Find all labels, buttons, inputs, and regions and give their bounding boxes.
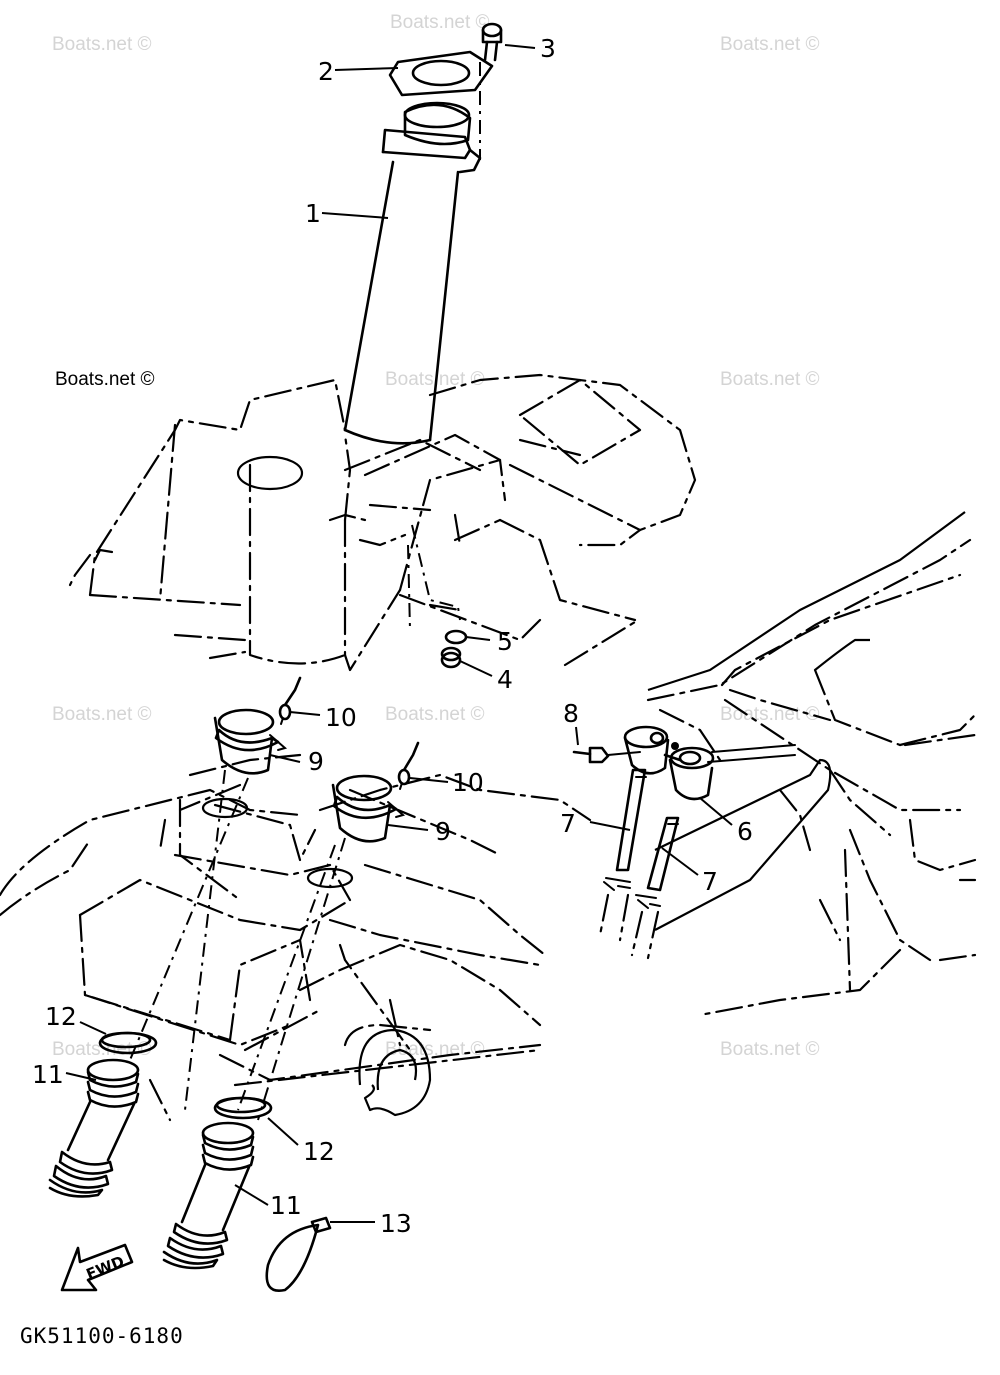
callout-label: 10 — [452, 768, 484, 797]
watermark-text: Boats.net © — [52, 34, 152, 55]
hull-opening — [201, 797, 249, 819]
callout-label: 7 — [702, 867, 718, 896]
guide-line — [257, 837, 346, 1121]
water-separator-cap[interactable] — [213, 708, 288, 775]
callout-label: 4 — [497, 665, 513, 694]
watermark-text: Boats.net © — [720, 34, 820, 55]
callouts: 2 3 1 4 5 10 10 9 9 8 6 7 7 12 11 12 11 — [32, 34, 753, 1238]
pin[interactable] — [278, 676, 302, 725]
guide-line — [184, 769, 226, 1111]
watermark-text: Boats.net © — [390, 12, 490, 33]
gasket[interactable] — [388, 50, 494, 97]
guide-line — [411, 524, 461, 621]
watermark-text: Boats.net © — [52, 1039, 152, 1060]
watermark-text-dark: Boats.net © — [55, 369, 155, 390]
lower-hull-outline — [0, 753, 592, 1122]
callout-label: 11 — [32, 1060, 64, 1089]
drain-tube[interactable] — [630, 816, 680, 960]
callout-label: 8 — [563, 699, 579, 728]
callout-label: 3 — [540, 34, 556, 63]
hull-opening — [306, 867, 354, 889]
callout-label: 12 — [303, 1137, 335, 1166]
watermark-text: Boats.net © — [385, 704, 485, 725]
filler-tube[interactable] — [343, 101, 482, 445]
hull-drain-ring — [358, 1028, 432, 1117]
water-separator-cap[interactable] — [331, 774, 406, 843]
callout-label: 13 — [380, 1209, 412, 1238]
watermark-text: Boats.net © — [385, 369, 485, 390]
nut[interactable] — [440, 646, 462, 669]
callout-label: 9 — [308, 747, 324, 776]
drain-tube[interactable] — [598, 768, 647, 942]
hose-clamp[interactable] — [98, 1031, 158, 1055]
upper-hull-outline — [68, 373, 697, 672]
hose-clamp[interactable] — [213, 1096, 273, 1120]
washer[interactable] — [444, 629, 468, 645]
pin[interactable] — [397, 741, 420, 790]
bolt[interactable] — [481, 22, 503, 62]
watermark-text: Boats.net © — [720, 1039, 820, 1060]
callout-label: 5 — [497, 627, 513, 656]
intake-hose[interactable] — [162, 1121, 255, 1270]
callout-label: 10 — [325, 703, 357, 732]
diagram-code: GK51100-6180 — [20, 1324, 184, 1348]
guide-line — [129, 777, 249, 1061]
callout-label: 7 — [560, 809, 576, 838]
bilge-fitting[interactable] — [623, 725, 796, 801]
intake-hose[interactable] — [48, 1058, 140, 1198]
watermark-text: Boats.net © — [52, 704, 152, 725]
callout-label: 9 — [435, 817, 451, 846]
forward-arrow-icon: FWD — [60, 1243, 134, 1292]
callout-label: 6 — [737, 817, 753, 846]
watermark-text: Boats.net © — [720, 369, 820, 390]
cable-tie[interactable] — [265, 1216, 332, 1292]
guide-line — [237, 844, 336, 1111]
callout-label: 2 — [318, 57, 334, 86]
callout-label: 12 — [45, 1002, 77, 1031]
callout-label: 1 — [305, 199, 321, 228]
callout-label: 11 — [270, 1191, 302, 1220]
guide-line — [407, 544, 411, 631]
pin[interactable] — [572, 746, 641, 764]
right-hull-outline — [646, 511, 977, 1017]
